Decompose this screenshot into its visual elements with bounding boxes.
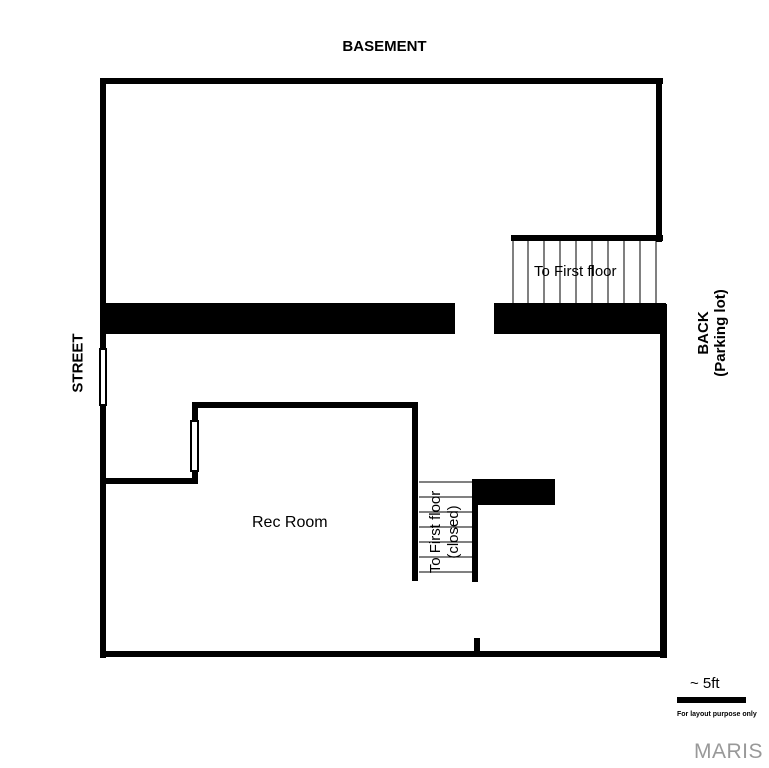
rec-wall-right: [412, 402, 418, 581]
outer-wall-right-lower: [660, 304, 667, 658]
stairs-label-closed-line1: To First floor: [427, 490, 444, 574]
outer-wall-top: [100, 78, 663, 84]
maris-watermark: MARIS: [694, 740, 764, 763]
stairs-label-closed: To First floor (closed): [427, 491, 463, 574]
stair-top-rail: [511, 235, 663, 241]
street-window: [99, 348, 107, 406]
stair-wall-lower: [472, 479, 478, 582]
rec-window: [190, 420, 199, 472]
scale-bar: [677, 697, 746, 703]
stair-treads-lower: [419, 481, 473, 573]
beam-wall-left: [104, 303, 455, 334]
rec-wall-left-horizontal: [104, 478, 198, 484]
stairs-label-upper: To First floor: [534, 263, 617, 280]
outer-wall-bottom-stub: [474, 638, 480, 656]
scale-label: ~ 5ft: [690, 675, 720, 692]
outer-wall-right-upper: [656, 84, 662, 242]
outer-wall-bottom: [100, 651, 666, 657]
room-label-rec-room: Rec Room: [252, 514, 328, 531]
lower-block: [472, 479, 555, 505]
layout-note: For layout purpose only: [677, 711, 757, 718]
rec-wall-top: [192, 402, 418, 408]
stairs-label-closed-line2: (closed): [445, 505, 462, 559]
plan-title: BASEMENT: [342, 38, 427, 55]
beam-wall-right: [494, 303, 666, 334]
